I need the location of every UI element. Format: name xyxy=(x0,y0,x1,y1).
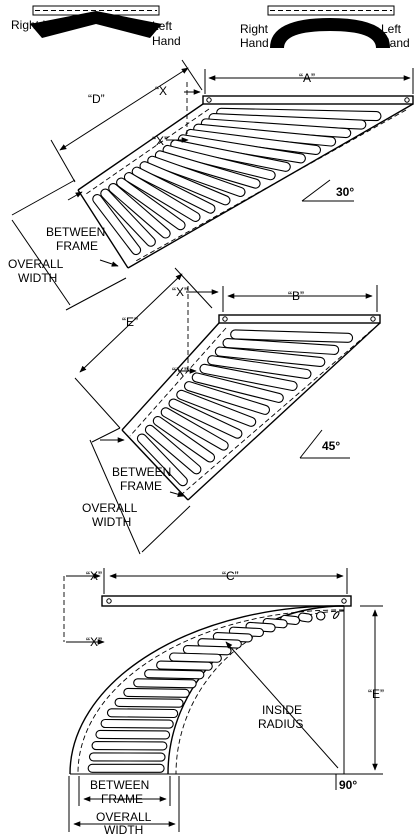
inside-radius-label-2: RADIUS xyxy=(258,717,303,731)
roller-45 xyxy=(222,337,340,355)
overall-width-label-30-2: WIDTH xyxy=(18,271,57,285)
angle-45-label: 45° xyxy=(322,439,340,453)
roller-90 xyxy=(133,678,197,689)
straight-left-hand-label-2: Hand xyxy=(152,34,181,48)
roller-45 xyxy=(199,363,298,391)
roller-45 xyxy=(214,346,326,367)
angle-90-label: 90° xyxy=(339,778,357,792)
dim-c-label: “C” xyxy=(222,569,239,583)
overall-width-label-90-1: OVERALL xyxy=(96,810,152,824)
curve-left-hand-label-1: Left xyxy=(381,22,402,36)
angle-30-label: 30° xyxy=(336,185,354,199)
roller-30 xyxy=(100,188,156,247)
straight-left-hand-label-1: Left xyxy=(152,19,173,33)
curve-right-hand-label-1: Right xyxy=(240,22,269,36)
conveyor-45-degree: “B” “X” “X” “E” BETWEEN FRAME OVERALL WI… xyxy=(74,267,381,555)
between-frame-label-30-1: BETWEEN xyxy=(46,225,105,239)
roller-90 xyxy=(144,669,205,680)
roller-45 xyxy=(184,381,270,415)
dim-x-top-label-45: “X” xyxy=(172,285,188,299)
roller-90 xyxy=(315,611,326,621)
frame-top-bar-90 xyxy=(101,595,352,607)
between-frame-label-30-2: FRAME xyxy=(56,239,98,253)
dim-a-label: “A” xyxy=(299,71,315,85)
overall-width-label-90-2: WIDTH xyxy=(104,823,143,836)
straight-right-hand-label: Right Hand xyxy=(11,18,71,32)
inside-radius-label-1: INSIDE xyxy=(262,703,302,717)
straight-hand-chevron-icon xyxy=(30,11,162,38)
roller-45 xyxy=(207,355,312,379)
curve-hand-icon-group: Right Hand Left Hand xyxy=(240,5,410,50)
frame-top-bar-45 xyxy=(218,314,381,324)
roller-45 xyxy=(136,433,188,487)
roller-90 xyxy=(88,752,166,762)
roller-45 xyxy=(230,329,354,343)
dim-b-label: “B” xyxy=(288,289,304,303)
roller-30 xyxy=(147,155,246,198)
roller-90 xyxy=(114,697,184,708)
roller-45 xyxy=(160,407,229,451)
rollers-30 xyxy=(92,107,382,256)
straight-hand-icon-group: Right Hand Left Hand xyxy=(11,5,181,48)
roller-45 xyxy=(191,372,284,403)
roller-90 xyxy=(87,763,165,773)
roller-90 xyxy=(95,729,171,740)
between-frame-label-45-2: FRAME xyxy=(120,479,162,493)
roller-30 xyxy=(123,172,201,223)
roller-30 xyxy=(116,177,186,231)
roller-90 xyxy=(332,611,340,620)
between-frame-label-90-2: FRAME xyxy=(101,792,143,806)
conveyor-90-degree: “C” “X” “X” “E” INSIDE RADIUS 90° BETWEE… xyxy=(63,568,384,836)
dim-x-top-label-30: “X xyxy=(155,84,167,98)
dim-e-label-45: “E” xyxy=(122,315,138,329)
overall-width-label-45-2: WIDTH xyxy=(92,515,131,529)
dim-x-mid-label-45: “X” xyxy=(172,365,188,379)
overall-width-label-45-1: OVERALL xyxy=(82,501,138,515)
roller-45 xyxy=(176,389,257,427)
curve-conveyor-top-icon xyxy=(267,5,395,16)
roller-30 xyxy=(92,194,142,256)
roller-90 xyxy=(91,741,168,751)
dim-d-label: “D” xyxy=(88,92,105,106)
roller-90 xyxy=(106,708,179,719)
dim-x-mid-label-90: “X” xyxy=(86,635,102,649)
roller-90 xyxy=(297,612,313,623)
roller-90 xyxy=(156,660,213,671)
roller-30 xyxy=(131,166,216,214)
roller-45 xyxy=(152,415,216,463)
roller-45 xyxy=(144,424,202,475)
dim-x-mid-label-30: “X” xyxy=(152,134,168,148)
dim-e-label-90: “E” xyxy=(368,687,384,701)
curve-left-hand-label-2: Hand xyxy=(381,36,410,50)
curve-right-hand-label-2: Hand xyxy=(240,36,269,50)
between-frame-label-45-1: BETWEEN xyxy=(112,465,171,479)
roller-30 xyxy=(154,150,261,189)
roller-45 xyxy=(168,398,243,439)
rollers-45 xyxy=(136,329,354,487)
frame-top-bar-30 xyxy=(202,95,414,105)
between-frame-label-90-1: BETWEEN xyxy=(90,778,149,792)
roller-30 xyxy=(108,183,171,239)
roller-30 xyxy=(139,161,231,206)
rollers-90 xyxy=(87,611,340,773)
dim-x-top-label-90: “X” xyxy=(86,569,102,583)
roller-90 xyxy=(123,687,190,698)
curve-hand-arch-icon xyxy=(270,18,390,48)
roller-90 xyxy=(100,718,174,729)
conveyor-30-degree: “A” “X “X” “D” BETWEEN FRAME OVERALL WID… xyxy=(8,59,414,311)
overall-width-label-30-1: OVERALL xyxy=(8,257,64,271)
